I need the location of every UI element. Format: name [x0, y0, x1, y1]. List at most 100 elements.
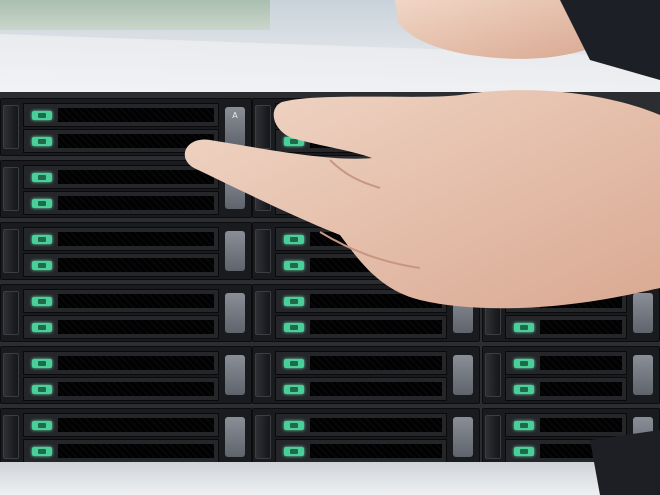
drive-bay	[23, 315, 219, 339]
vent-grille	[310, 320, 442, 334]
drive-tray	[252, 346, 480, 404]
status-led-icon	[284, 447, 304, 456]
vent-grille	[540, 418, 622, 432]
tray-handle	[485, 353, 501, 397]
status-led-icon	[514, 385, 534, 394]
vent-grille	[58, 232, 214, 246]
status-led-icon	[284, 235, 304, 244]
status-led-icon	[284, 261, 304, 270]
status-led-icon	[32, 199, 52, 208]
status-led-icon	[514, 359, 534, 368]
vent-grille	[58, 258, 214, 272]
vent-grille	[540, 320, 622, 334]
tray-release-button	[225, 231, 245, 271]
tray-handle	[255, 229, 271, 273]
status-led-icon	[284, 421, 304, 430]
status-led-icon	[284, 323, 304, 332]
status-led-icon	[514, 323, 534, 332]
status-led-icon	[514, 421, 534, 430]
status-led-icon	[284, 137, 304, 146]
table-edge	[0, 462, 660, 495]
status-led-icon	[32, 359, 52, 368]
tray-button-label: A	[232, 111, 238, 120]
vent-grille	[58, 294, 214, 308]
drive-bay	[505, 315, 627, 339]
drive-bay	[275, 413, 447, 437]
drive-bay	[23, 227, 219, 251]
vent-grille	[58, 170, 214, 184]
tray-handle	[255, 353, 271, 397]
drive-bay	[23, 253, 219, 277]
tray-release-button: A	[225, 107, 245, 147]
dark-clothing	[590, 430, 660, 495]
tray-handle	[3, 415, 19, 459]
drive-bay	[505, 413, 627, 437]
vent-grille	[540, 382, 622, 396]
vent-grille	[310, 294, 442, 308]
drive-bay	[275, 439, 447, 463]
drive-bay	[23, 289, 219, 313]
drive-bay	[23, 439, 219, 463]
status-led-icon	[32, 323, 52, 332]
tray-handle	[3, 353, 19, 397]
drive-bay	[23, 103, 219, 127]
vent-grille	[58, 134, 214, 148]
drive-tray	[0, 346, 252, 404]
status-led-icon	[32, 297, 52, 306]
vent-grille	[540, 356, 622, 370]
tray-handle	[3, 105, 19, 149]
tray-release-button	[225, 355, 245, 395]
status-led-icon	[284, 297, 304, 306]
status-led-icon	[32, 447, 52, 456]
tray-handle	[255, 291, 271, 335]
drive-tray	[0, 284, 252, 342]
drive-tray	[0, 222, 252, 280]
tray-release-button	[225, 293, 245, 333]
drive-bay	[23, 191, 219, 215]
drive-bay	[23, 165, 219, 189]
drive-bay	[275, 351, 447, 375]
tray-release-button	[633, 293, 653, 333]
tray-handle	[255, 105, 271, 149]
vent-grille	[58, 108, 214, 122]
vent-grille	[310, 382, 442, 396]
tray-handle	[255, 415, 271, 459]
drive-tray: A	[0, 98, 252, 156]
tray-release-button	[225, 417, 245, 457]
status-led-icon	[514, 447, 534, 456]
tray-handle	[3, 229, 19, 273]
drive-tray	[252, 284, 480, 342]
circuit-board-background	[0, 0, 270, 30]
drive-bay	[23, 129, 219, 153]
drive-bay	[23, 351, 219, 375]
tray-release-button	[453, 417, 473, 457]
tray-release-button	[633, 355, 653, 395]
drive-bay	[505, 377, 627, 401]
vent-grille	[58, 444, 214, 458]
vent-grille	[58, 418, 214, 432]
tray-handle	[3, 167, 19, 211]
status-led-icon	[32, 173, 52, 182]
vent-grille	[310, 418, 442, 432]
drive-tray	[252, 408, 480, 466]
dark-sleeve	[560, 0, 660, 80]
vent-grille	[58, 382, 214, 396]
drive-bay	[275, 377, 447, 401]
status-led-icon	[284, 359, 304, 368]
pointing-hand-shape	[184, 90, 660, 309]
vent-grille	[58, 196, 214, 210]
drive-bay	[23, 377, 219, 401]
drive-tray	[0, 408, 252, 466]
drive-tray	[482, 346, 660, 404]
drive-bay	[505, 351, 627, 375]
vent-grille	[58, 356, 214, 370]
vent-grille	[310, 444, 442, 458]
status-led-icon	[32, 137, 52, 146]
status-led-icon	[32, 111, 52, 120]
tray-handle	[3, 291, 19, 335]
tray-release-button	[453, 355, 473, 395]
status-led-icon	[284, 385, 304, 394]
status-led-icon	[32, 421, 52, 430]
